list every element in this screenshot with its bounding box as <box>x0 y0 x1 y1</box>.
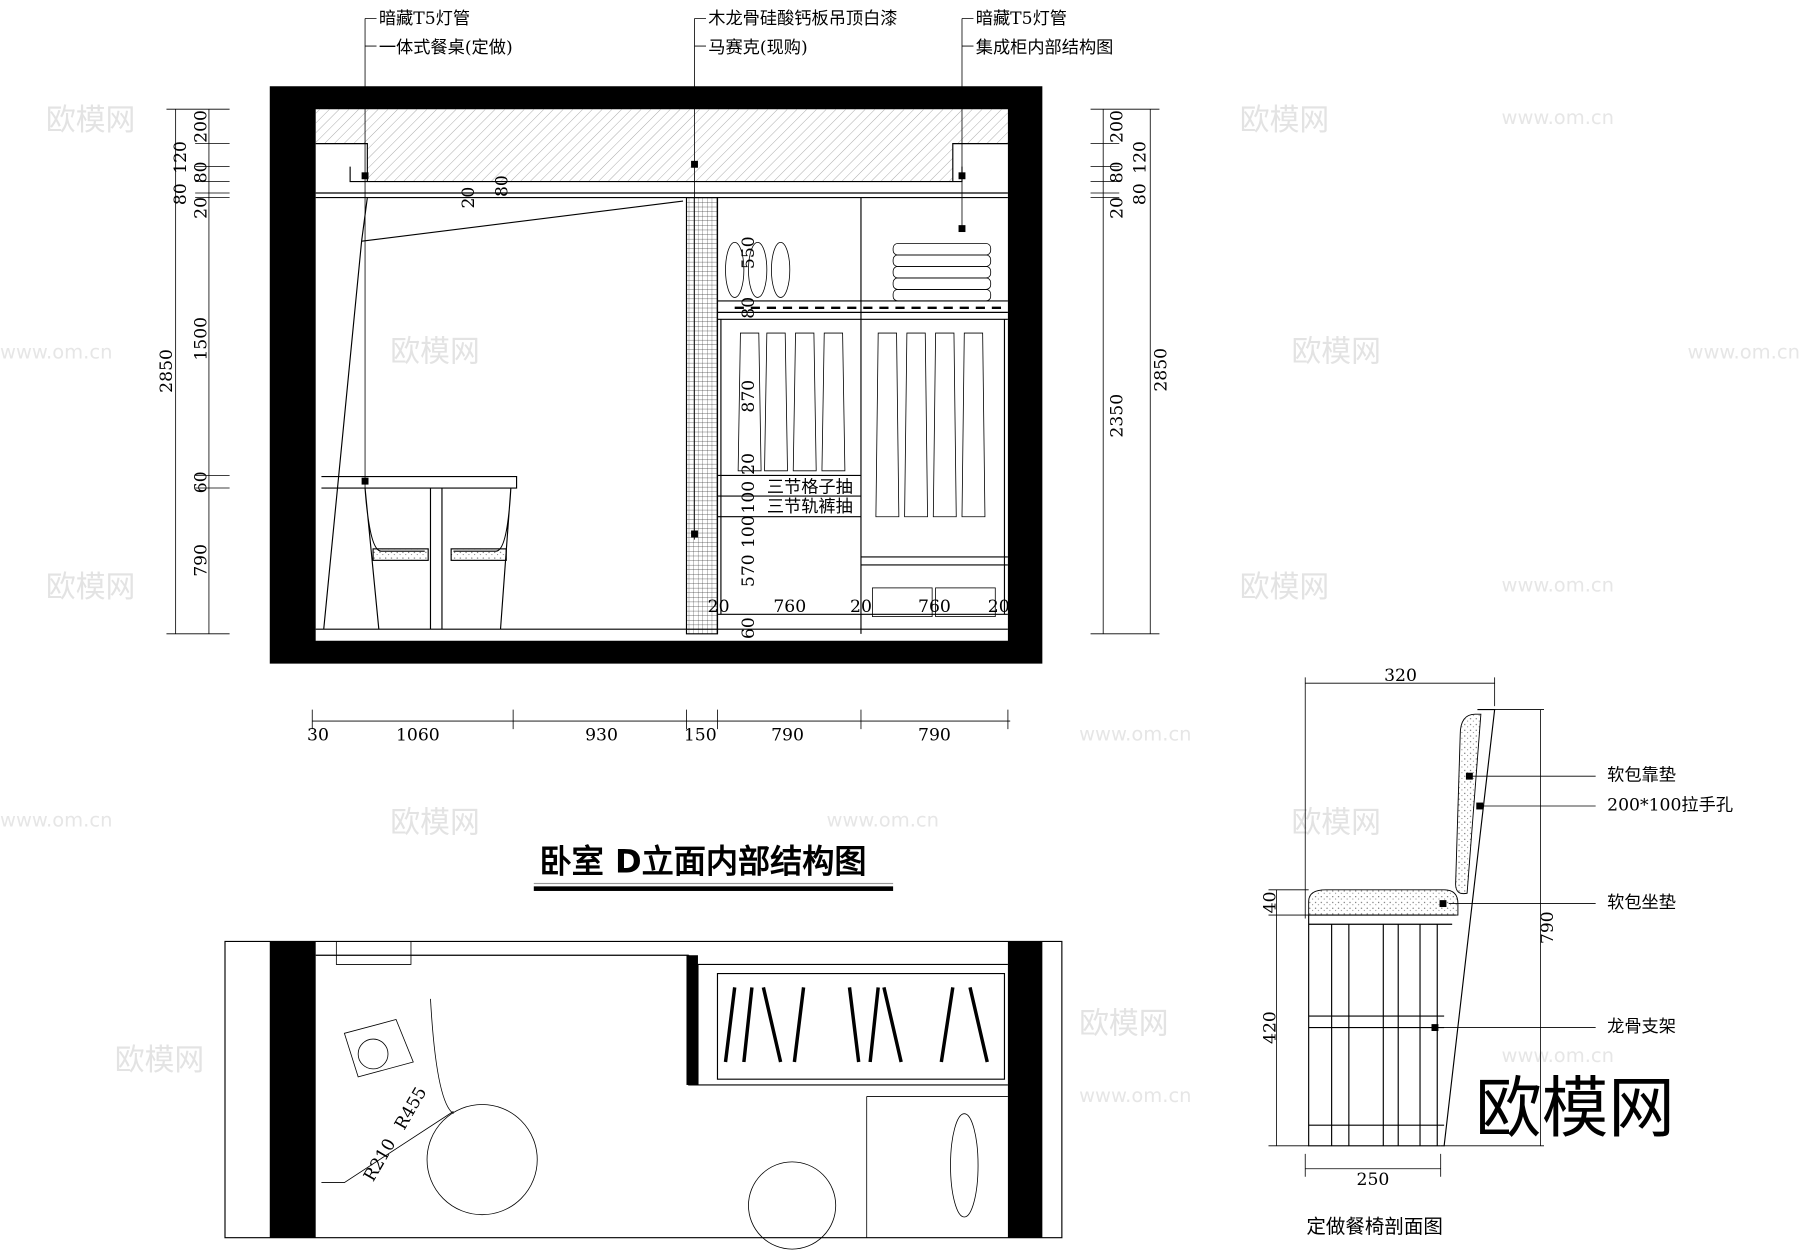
watermark-brand: 欧模网 <box>46 570 135 605</box>
callout-left-1: 暗藏T5灯管 <box>379 9 470 29</box>
dims-bottom: 30 1060 930 150 790 790 <box>307 726 951 746</box>
chair-dims: 320 250 790 40 420 <box>1260 666 1558 1190</box>
dim-right-80b: 80 <box>1131 183 1151 205</box>
callout-mid-1: 木龙骨硅酸钙板吊顶白漆 <box>708 9 897 29</box>
dim-width: 20 <box>850 597 872 617</box>
elevation-drawing: 暗藏T5灯管 一体式餐桌(定做) 木龙骨硅酸钙板吊顶白漆 马赛克(现购) 暗藏T… <box>157 9 1171 891</box>
chair-dim-height: 790 <box>1538 911 1558 944</box>
chair-section: 软包靠垫 200*100拉手孔 软包坐垫 龙骨支架 320 250 790 40… <box>1260 666 1733 1238</box>
watermark-brand: 欧模网 <box>1240 570 1329 605</box>
watermark-url: www.om.cn <box>1079 723 1191 746</box>
dim-interior: 80 <box>492 175 512 197</box>
dim-interior: 570 <box>739 554 759 587</box>
dim-left-60: 60 <box>192 471 212 493</box>
dim-right-200: 200 <box>1108 110 1128 143</box>
drawer-label-2: 三节轨裤抽 <box>767 497 853 517</box>
chair-dim-top: 320 <box>1384 666 1417 686</box>
dim-interior: 80 <box>739 297 759 319</box>
dim-width: 20 <box>988 597 1010 617</box>
dim-left-80b: 80 <box>192 161 212 183</box>
dims-left: 2850 200 120 80 80 20 1500 60 790 <box>157 110 211 577</box>
elevation-title: 卧室 D立面内部结构图 <box>540 843 867 881</box>
dim-left-total: 2850 <box>157 349 177 393</box>
watermark-brand: 欧模网 <box>390 805 479 840</box>
watermark-large: 欧模网 <box>1475 1069 1675 1147</box>
dim-left-790: 790 <box>192 544 212 577</box>
watermark-url: www.om.cn <box>827 809 939 832</box>
dim-bottom: 150 <box>684 726 717 746</box>
dim-left-1500: 1500 <box>192 317 212 361</box>
watermark-url: www.om.cn <box>1079 1084 1191 1107</box>
dim-right-total: 2850 <box>1151 348 1171 392</box>
dim-bottom: 30 <box>307 726 329 746</box>
watermark-brand: 欧模网 <box>1240 103 1329 138</box>
plan-drawing: R455 R210 <box>224 940 1063 1250</box>
drawer-label-1: 三节格子抽 <box>767 478 853 498</box>
watermark-url: www.om.cn <box>0 340 112 363</box>
mosaic-column <box>685 197 719 635</box>
dim-right-120: 120 <box>1131 141 1151 174</box>
dims-right: 200 120 80 80 20 2350 2850 <box>1108 110 1172 438</box>
ceiling-hatch <box>315 109 1008 144</box>
dim-bottom: 930 <box>585 726 618 746</box>
watermark-brand: 欧模网 <box>1079 1006 1168 1041</box>
dim-left-20: 20 <box>192 197 212 219</box>
watermark-brand: 欧模网 <box>115 1043 204 1078</box>
chair-dim-seat: 40 <box>1260 891 1280 913</box>
radius-r455: R455 <box>391 1084 431 1134</box>
dim-interior: 550 <box>739 236 759 269</box>
dim-left-200: 200 <box>192 110 212 143</box>
callout-left-2: 一体式餐桌(定做) <box>379 38 513 58</box>
chair-label-back-cushion: 软包靠垫 <box>1607 766 1676 786</box>
watermark-brand: 欧模网 <box>1291 805 1380 840</box>
dim-right-80a: 80 <box>1108 161 1128 183</box>
dim-bottom: 790 <box>918 726 951 746</box>
watermark-url: www.om.cn <box>1502 1044 1614 1067</box>
dim-left-80a: 80 <box>171 183 191 205</box>
dim-bottom: 1060 <box>396 726 440 746</box>
dim-right-20: 20 <box>1108 197 1128 219</box>
title-underline <box>533 886 894 891</box>
dim-width: 760 <box>773 597 806 617</box>
dim-left-120: 120 <box>171 141 191 174</box>
chair-dim-base: 420 <box>1260 1011 1280 1044</box>
chair-caption: 定做餐椅剖面图 <box>1306 1215 1443 1238</box>
dim-interior: 100 <box>739 481 759 514</box>
watermarks: 欧模网 欧模网 欧模网 欧模网 欧模网 欧模网 欧模网 欧模网 欧模网 欧模网 … <box>0 103 1800 1107</box>
dim-interior: 60 <box>739 617 759 639</box>
dim-interior: 20 <box>739 453 759 475</box>
watermark-url: www.om.cn <box>1502 106 1614 129</box>
watermark-url: www.om.cn <box>0 809 112 832</box>
radius-r210: R210 <box>360 1135 400 1185</box>
watermark-brand: 欧模网 <box>390 335 479 370</box>
folded-towels <box>892 243 992 302</box>
watermark-brand: 欧模网 <box>1291 335 1380 370</box>
callout-right-2: 集成柜内部结构图 <box>976 38 1114 58</box>
dim-interior: 20 <box>459 187 479 209</box>
dim-right-2350: 2350 <box>1108 394 1128 438</box>
callout-mid-2: 马赛克(现购) <box>708 37 807 58</box>
hanging-clothes <box>737 332 986 518</box>
dim-interior: 870 <box>739 380 759 413</box>
dim-width: 760 <box>918 597 951 617</box>
chair-label-handle-hole: 200*100拉手孔 <box>1607 796 1733 816</box>
watermark-url: www.om.cn <box>1688 340 1800 363</box>
callout-right-1: 暗藏T5灯管 <box>976 9 1067 29</box>
chair-label-frame: 龙骨支架 <box>1607 1017 1676 1037</box>
chair-label-seat-cushion: 软包坐垫 <box>1607 893 1676 913</box>
pillows <box>725 241 791 298</box>
dim-bottom: 790 <box>771 726 804 746</box>
dim-width: 20 <box>708 597 730 617</box>
chair-dim-bottom: 250 <box>1357 1170 1390 1190</box>
watermark-url: www.om.cn <box>1502 573 1614 596</box>
watermark-brand: 欧模网 <box>46 103 135 138</box>
dims-interior: 20 80 550 80 870 20 100 100 570 60 20 76… <box>459 175 1010 639</box>
dim-interior: 100 <box>739 515 759 548</box>
